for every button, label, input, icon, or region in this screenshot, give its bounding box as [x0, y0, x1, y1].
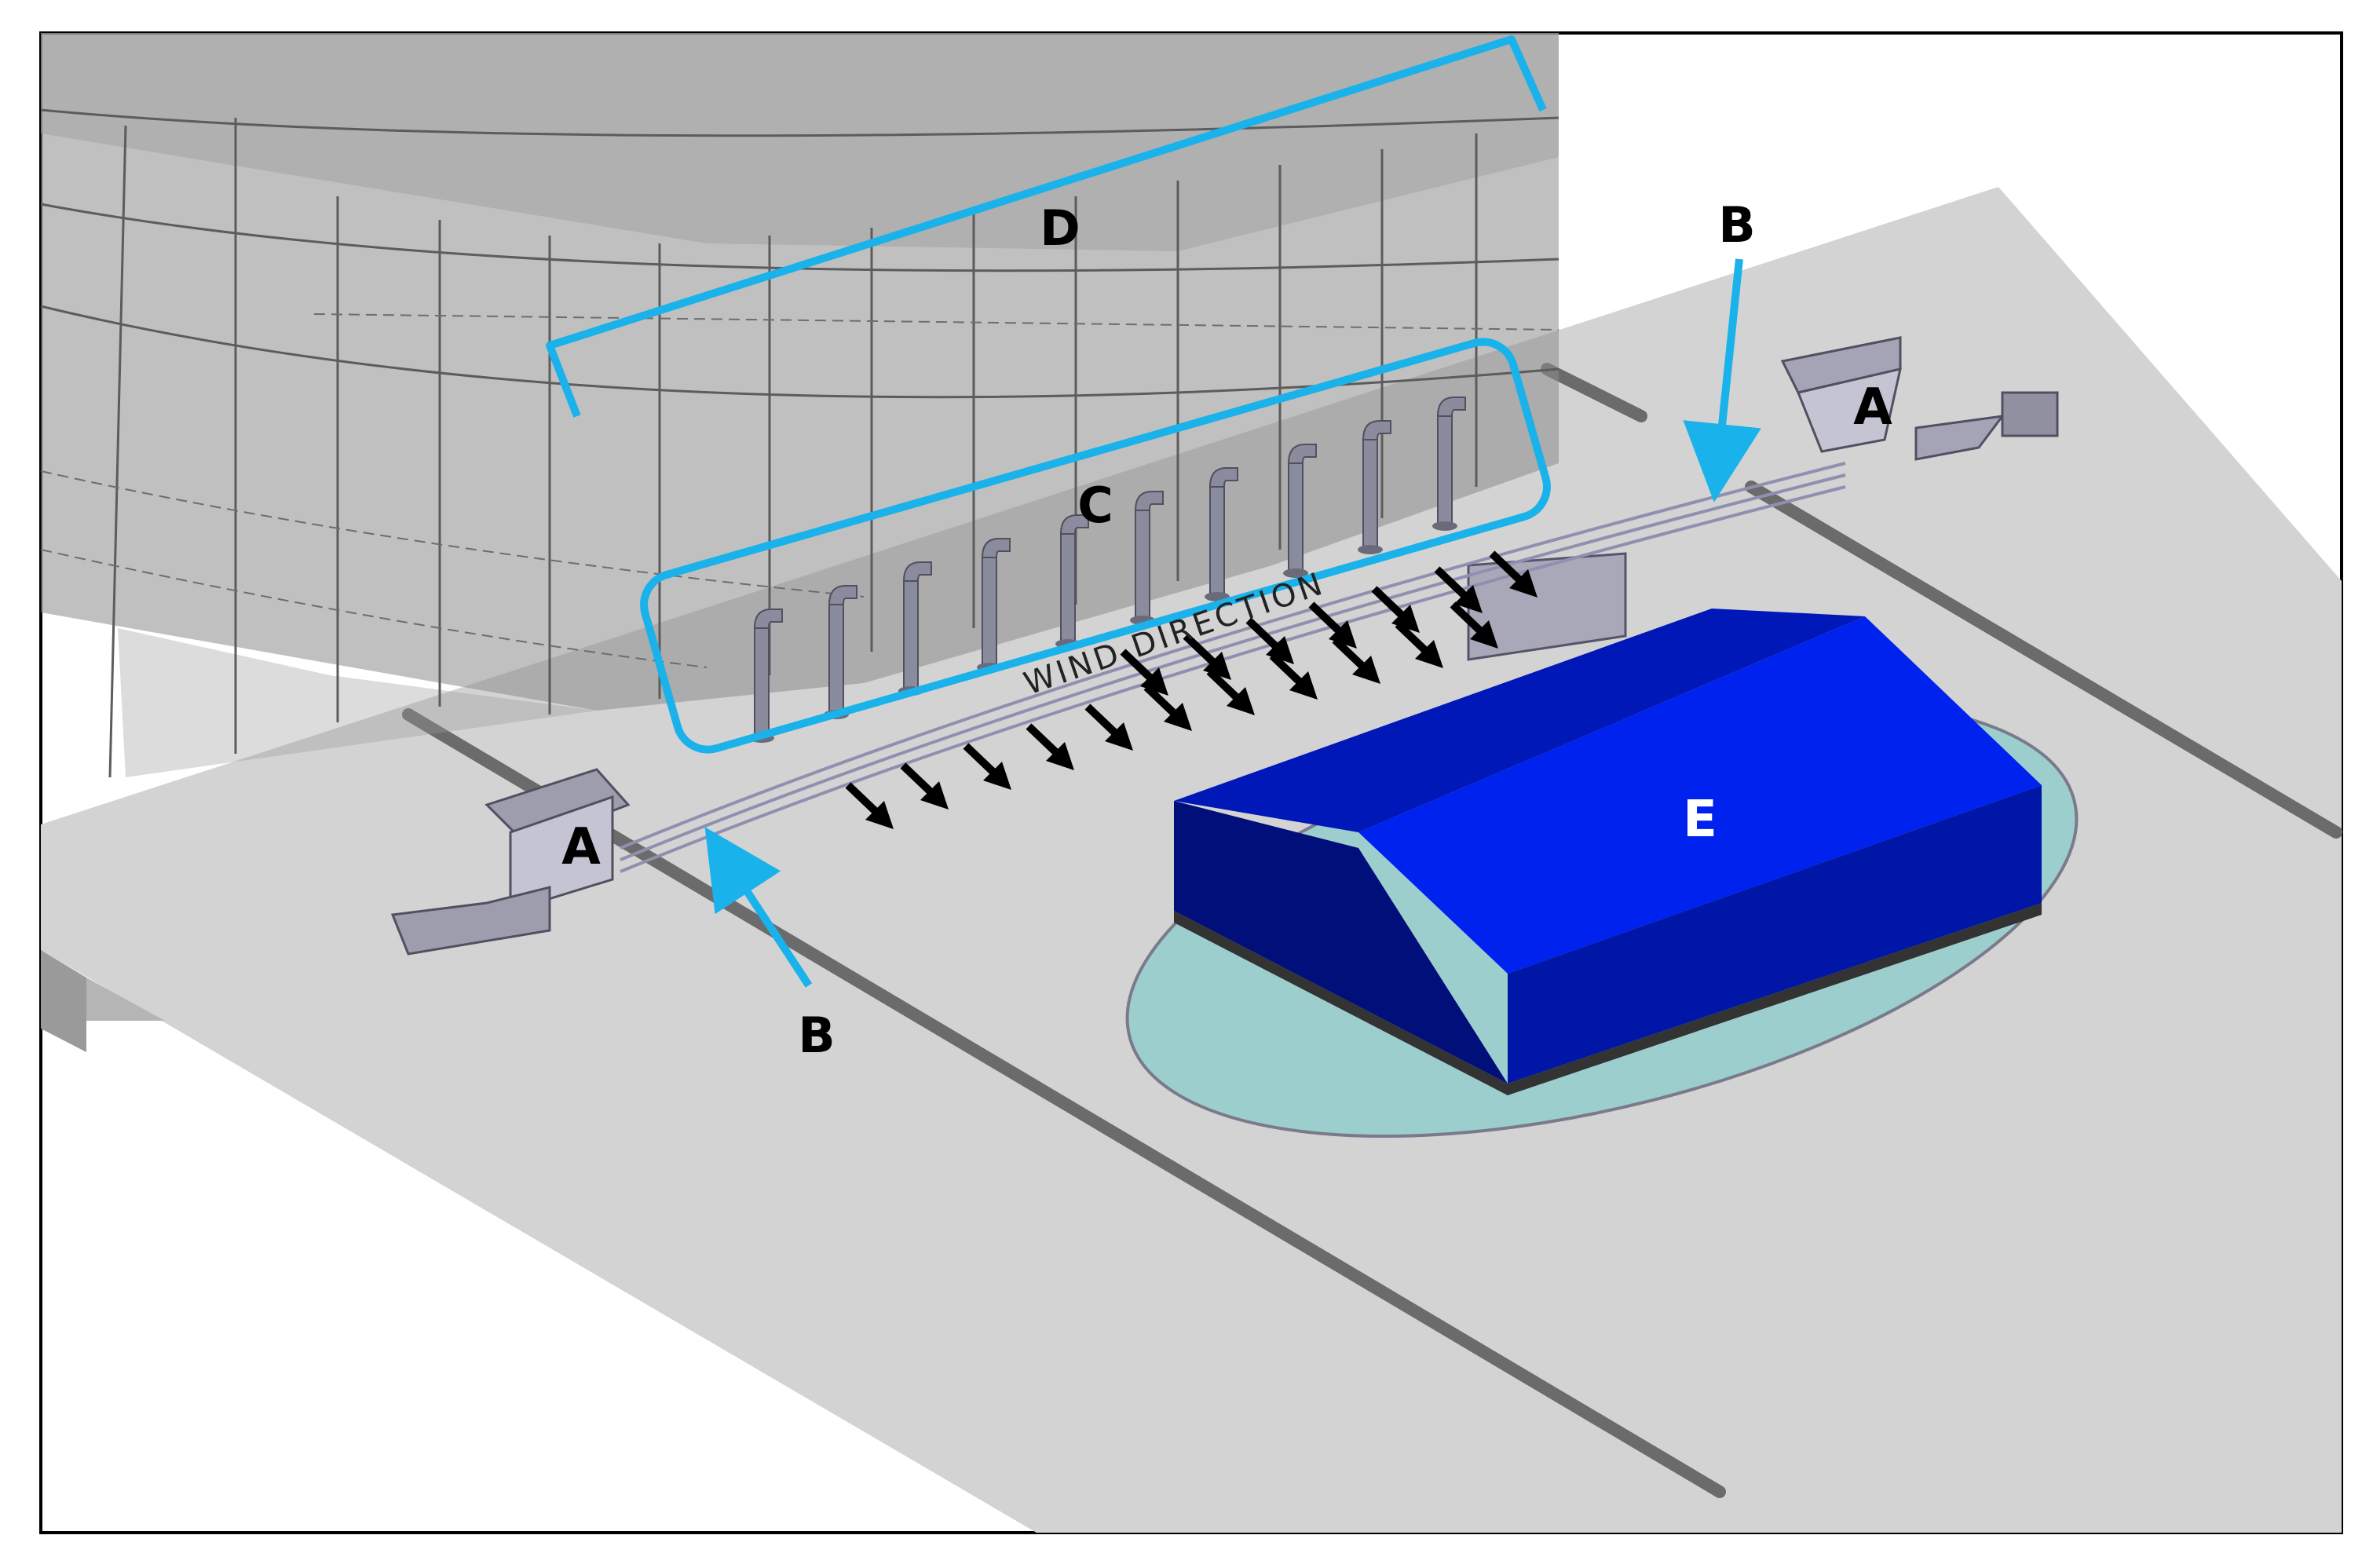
label-d: D — [1040, 199, 1080, 257]
conveyor-lines — [620, 462, 1846, 873]
hopper-right — [1780, 336, 2059, 461]
slot-upper — [1541, 363, 1647, 422]
hopper-left — [390, 768, 631, 956]
label-b-left: B — [798, 1007, 835, 1064]
callout-b-right-arrow — [1683, 258, 1761, 503]
label-e: E — [1683, 791, 1717, 849]
building-roof-back — [1174, 609, 1865, 832]
structure-frame — [40, 33, 1559, 778]
building-roof-front — [1358, 616, 2042, 974]
ground-edge — [41, 950, 86, 1052]
ground-underside — [86, 978, 165, 1021]
building-base — [1174, 903, 2042, 1095]
building-front-face — [1508, 785, 2042, 1084]
callout-b-left-arrow — [704, 827, 813, 988]
callouts — [546, 35, 1551, 754]
callout-c-box — [640, 338, 1551, 754]
label-b-right: B — [1718, 196, 1755, 254]
building-left-face — [1174, 801, 1508, 1084]
label-c: C — [1077, 477, 1113, 534]
label-a-left: A — [561, 818, 601, 876]
building — [1174, 609, 2042, 1095]
slot-right — [1745, 481, 2342, 839]
label-a-right: A — [1853, 378, 1892, 437]
callout-d-bracket — [546, 35, 1547, 418]
